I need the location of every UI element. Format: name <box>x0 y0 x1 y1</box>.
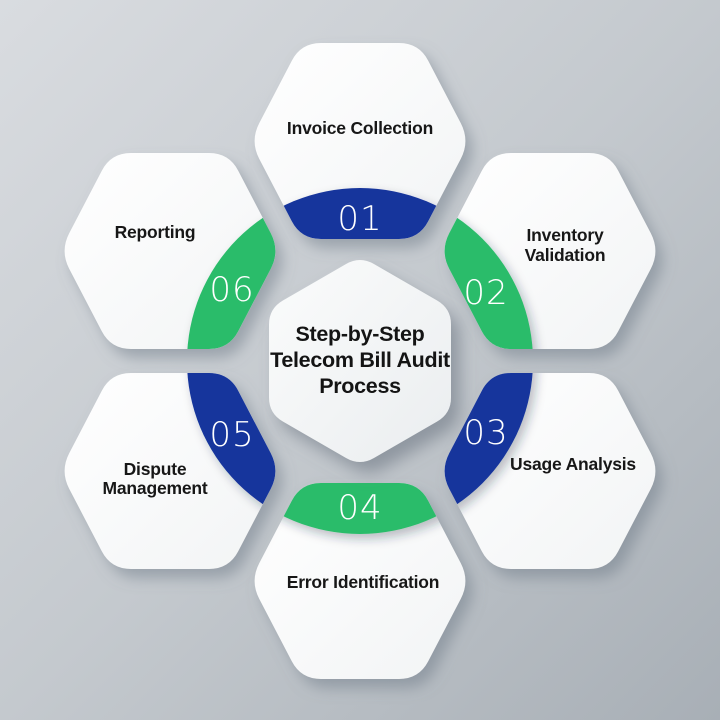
step-4-hexagon <box>254 483 466 679</box>
step-2-number: 02 <box>463 273 508 313</box>
step-3-label: Usage Analysis <box>510 454 636 474</box>
step-4-label: Error Identification <box>287 572 440 592</box>
step-4-number: 04 <box>337 488 382 528</box>
step-5-label-line-2: Management <box>103 478 208 498</box>
step-2-label-line-1: Inventory <box>527 225 604 245</box>
step-6-number: 06 <box>209 270 254 310</box>
step-4-group: 04 Error Identification <box>254 483 466 679</box>
step-5-number: 05 <box>209 415 254 455</box>
center-group: Step-by-Step Telecom Bill Audit Process <box>269 260 451 462</box>
step-6-label: Reporting <box>115 222 196 242</box>
step-1-number: 01 <box>337 199 382 239</box>
step-5-label-line-1: Dispute <box>124 459 187 479</box>
center-hexagon <box>269 260 451 462</box>
step-1-hexagon <box>254 43 466 239</box>
step-1-group: 01 Invoice Collection <box>254 43 466 239</box>
step-3-number: 03 <box>463 413 508 453</box>
diagram-title-line-2: Telecom Bill Audit <box>270 348 450 372</box>
step-1-label: Invoice Collection <box>287 118 433 138</box>
diagram-title-line-1: Step-by-Step <box>296 322 425 346</box>
step-2-label-line-2: Validation <box>525 245 606 265</box>
diagram-title-line-3: Process <box>319 374 401 398</box>
